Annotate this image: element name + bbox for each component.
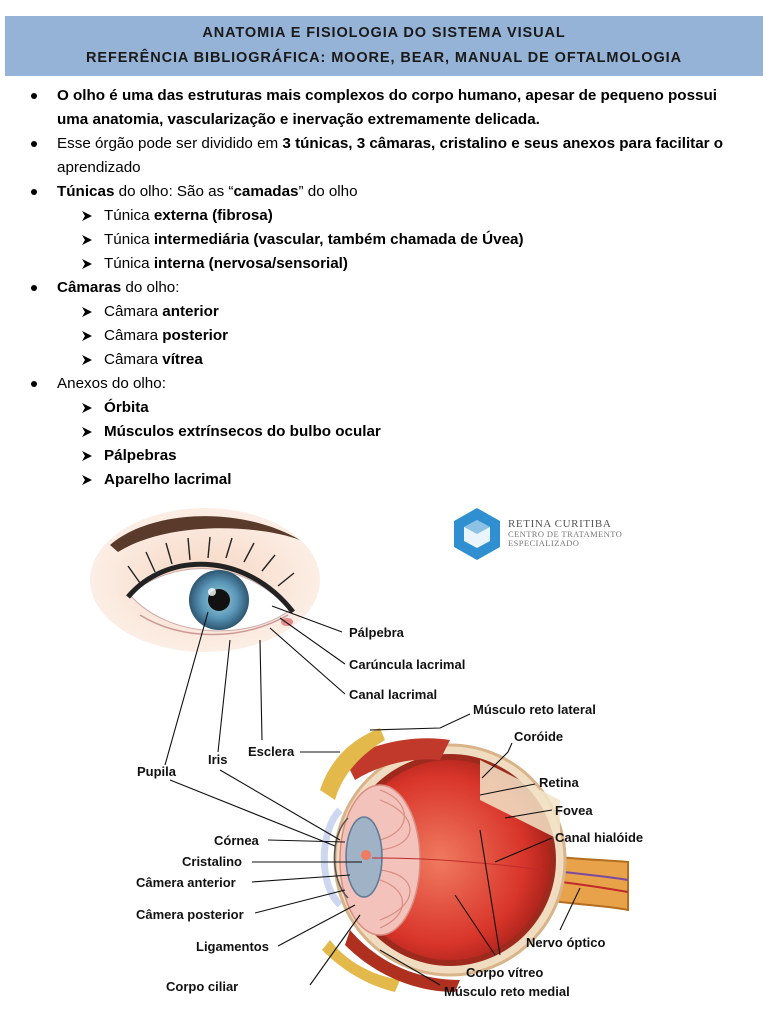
label-canal-lacrimal: Canal lacrimal	[349, 687, 437, 702]
tunica-item-externa: Túnica externa (fibrosa)	[0, 204, 768, 228]
bullet-dot	[31, 189, 37, 195]
arrow-bullet-icon	[82, 211, 92, 221]
item-prefix: Túnica	[104, 255, 154, 272]
arrow-bullet-icon	[82, 403, 92, 413]
logo-tagline-2: ESPECIALIZADO	[508, 538, 579, 548]
label-cristalino: Cristalino	[182, 854, 242, 869]
camaras-text: do olho:	[121, 279, 180, 296]
bullet-anexos: Anexos do olho:	[0, 372, 768, 396]
arrow-bullet-icon	[82, 331, 92, 341]
camara-item-vitrea: Câmara vítrea	[0, 348, 768, 372]
anexos-heading: Anexos do olho:	[57, 375, 166, 392]
item-prefix: Câmara	[104, 303, 163, 320]
retina-curitiba-logo: RETINA CURITIBA CENTRO DE TRATAMENTO ESP…	[454, 508, 622, 560]
label-camera-posterior: Câmera posterior	[136, 907, 244, 922]
tunicas-heading: Túnicas	[57, 183, 115, 200]
item-bold: Músculos extrínsecos do bulbo ocular	[104, 423, 381, 440]
bullet-intro: O olho é uma das estruturas mais complex…	[0, 84, 768, 132]
item-bold: Pálpebras	[104, 447, 177, 464]
item-prefix: Túnica	[104, 207, 154, 224]
bullet-camaras: Câmaras do olho:	[0, 276, 768, 300]
external-eye-illustration	[90, 508, 320, 652]
bullet-tunicas: Túnicas do olho: São as “camadas” do olh…	[0, 180, 768, 204]
item-prefix: Câmara	[104, 327, 163, 344]
header-banner: ANATOMIA E FISIOLOGIA DO SISTEMA VISUAL …	[5, 16, 763, 76]
document-title: ANATOMIA E FISIOLOGIA DO SISTEMA VISUAL	[202, 25, 566, 41]
anexo-item-aparelho-lacrimal: Aparelho lacrimal	[0, 468, 768, 492]
item-bold: externa (fibrosa)	[153, 207, 273, 224]
label-caruncula-lacrimal: Carúncula lacrimal	[349, 657, 465, 672]
anexo-item-musculos: Músculos extrínsecos do bulbo ocular	[0, 420, 768, 444]
label-camera-anterior: Câmera anterior	[136, 875, 236, 890]
anexo-item-orbita: Órbita	[0, 396, 768, 420]
label-fovea: Fovea	[555, 803, 593, 818]
bullet-division: Esse órgão pode ser dividido em 3 túnica…	[0, 132, 768, 180]
division-text-c: aprendizado	[57, 159, 141, 176]
content: O olho é uma das estruturas mais complex…	[0, 84, 768, 492]
bullet-dot	[31, 141, 37, 147]
label-musculo-reto-lateral: Músculo reto lateral	[473, 702, 596, 717]
arrow-bullet-icon	[82, 451, 92, 461]
division-text-b: 3 túnicas, 3 câmaras, cristalino e seus …	[282, 135, 724, 152]
camara-item-anterior: Câmara anterior	[0, 300, 768, 324]
label-canal-hialoide: Canal hialóide	[555, 830, 643, 845]
item-prefix: Túnica	[104, 231, 154, 248]
bibliographic-reference: REFERÊNCIA BIBLIOGRÁFICA: MOORE, BEAR, M…	[86, 50, 682, 66]
item-bold: Aparelho lacrimal	[104, 471, 232, 488]
item-bold: interna (nervosa/sensorial)	[153, 255, 348, 272]
label-musculo-reto-medial: Músculo reto medial	[444, 984, 570, 999]
label-palpebra: Pálpebra	[349, 625, 405, 640]
label-coroide: Coróide	[514, 729, 563, 744]
bullet-dot	[31, 93, 37, 99]
arrow-bullet-icon	[82, 307, 92, 317]
eyeball-cross-section	[320, 728, 629, 992]
arrow-bullet-icon	[82, 259, 92, 269]
tunicas-text-1: do olho: São as “	[114, 183, 234, 200]
arrow-bullet-icon	[82, 427, 92, 437]
item-bold: posterior	[162, 327, 229, 344]
leader-lines	[164, 605, 581, 986]
label-iris: Iris	[208, 752, 228, 767]
eye-anatomy-figure: RETINA CURITIBA CENTRO DE TRATAMENTO ESP…	[90, 508, 643, 999]
tunicas-text-2: camadas	[233, 183, 299, 200]
label-pupila: Pupila	[137, 764, 177, 779]
label-corpo-ciliar: Corpo ciliar	[166, 979, 238, 994]
bullet-dot	[31, 381, 37, 387]
label-esclera: Esclera	[248, 744, 295, 759]
intro-text: O olho é uma das estruturas mais complex…	[57, 87, 717, 128]
item-bold: Órbita	[104, 399, 149, 416]
camara-item-posterior: Câmara posterior	[0, 324, 768, 348]
item-bold: vítrea	[162, 351, 203, 368]
label-retina: Retina	[539, 775, 580, 790]
item-prefix: Câmara	[104, 351, 163, 368]
item-bold: intermediária (vascular, também chamada …	[153, 231, 524, 248]
label-corpo-vitreo: Corpo vítreo	[466, 965, 543, 980]
arrow-bullet-icon	[82, 235, 92, 245]
logo-name: RETINA CURITIBA	[508, 518, 611, 530]
tunicas-text-3: ” do olho	[298, 183, 358, 200]
logo-tagline-1: CENTRO DE TRATAMENTO	[508, 529, 622, 539]
label-nervo-optico: Nervo óptico	[526, 935, 606, 950]
camaras-heading: Câmaras	[57, 279, 122, 296]
label-cornea: Córnea	[214, 833, 260, 848]
bullet-dot	[31, 285, 37, 291]
tunica-item-interna: Túnica interna (nervosa/sensorial)	[0, 252, 768, 276]
arrow-bullet-icon	[82, 355, 92, 365]
label-ligamentos: Ligamentos	[196, 939, 269, 954]
tunica-item-intermediaria: Túnica intermediária (vascular, também c…	[0, 228, 768, 252]
arrow-bullet-icon	[82, 475, 92, 485]
anexo-item-palpebras: Pálpebras	[0, 444, 768, 468]
item-bold: anterior	[162, 303, 219, 320]
division-text-a: Esse órgão pode ser dividido em	[57, 135, 283, 152]
